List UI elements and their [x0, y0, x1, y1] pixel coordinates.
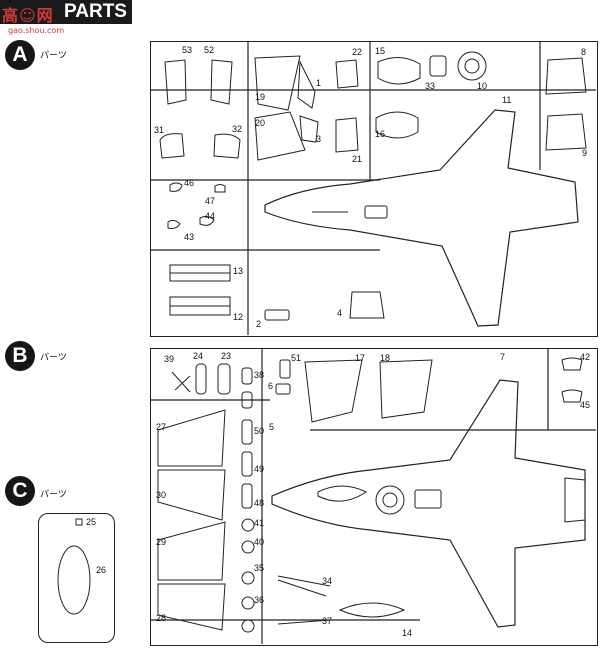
part-number: 16 — [375, 129, 386, 139]
part-number: 42 — [580, 352, 591, 362]
part-number: 44 — [205, 211, 216, 221]
part-number: 24 — [193, 351, 204, 361]
part-number: 15 — [375, 46, 386, 56]
part-number: 21 — [352, 154, 363, 164]
part-number: 36 — [254, 595, 265, 605]
part-number: 10 — [477, 81, 488, 91]
part-number: 9 — [582, 148, 588, 158]
part-number: 34 — [322, 576, 333, 586]
part-number: 11 — [502, 95, 512, 105]
part-number: 48 — [254, 498, 265, 508]
part-number: 6 — [268, 381, 274, 391]
part-number: 13 — [233, 266, 244, 276]
part-number: 3 — [316, 134, 322, 144]
part-number: 53 — [182, 45, 193, 55]
part-number: 20 — [255, 118, 266, 128]
part-number: 45 — [580, 400, 591, 410]
part-number: 2 — [256, 319, 262, 329]
part-number: 32 — [232, 124, 243, 134]
part-number: 14 — [402, 628, 413, 638]
part-number: 46 — [184, 178, 195, 188]
part-number: 39 — [164, 354, 175, 364]
part-number: 43 — [184, 232, 195, 242]
section-a-badge: A — [5, 40, 35, 70]
site-watermark: gao.shou.com — [8, 26, 65, 35]
section-b-label: パーツ — [40, 353, 67, 363]
section-c-badge: C — [5, 476, 35, 506]
part-number: 49 — [254, 464, 265, 474]
part-number: 27 — [156, 422, 167, 432]
part-number: 29 — [156, 537, 167, 547]
part-number: 51 — [291, 353, 302, 363]
part-number: 33 — [425, 81, 436, 91]
part-number: 35 — [254, 563, 265, 573]
sprue-c-frame — [38, 513, 115, 643]
part-number: 12 — [233, 312, 244, 322]
part-number: 37 — [322, 616, 333, 626]
section-b-badge: B — [5, 341, 35, 371]
part-number: 18 — [380, 353, 391, 363]
part-number: 26 — [96, 565, 107, 575]
part-number: 38 — [254, 370, 265, 380]
section-a-label: パーツ — [40, 51, 67, 61]
part-number: 47 — [205, 196, 216, 206]
page-title: PARTS — [64, 1, 127, 22]
part-number: 30 — [156, 490, 167, 500]
part-number: 40 — [254, 537, 265, 547]
part-number: 22 — [352, 47, 363, 57]
part-number: 23 — [221, 351, 232, 361]
part-number: 52 — [204, 45, 215, 55]
part-number: 7 — [500, 352, 506, 362]
part-number: 31 — [154, 125, 165, 135]
part-number: 8 — [581, 47, 587, 57]
part-number: 1 — [316, 78, 322, 88]
part-number: 17 — [355, 353, 366, 363]
part-number: 4 — [337, 308, 343, 318]
part-number: 5 — [269, 422, 275, 432]
part-number: 50 — [254, 426, 265, 436]
parts-header: 高☺网 PARTS — [0, 0, 132, 25]
part-number: 19 — [255, 92, 266, 102]
part-number: 41 — [254, 518, 265, 528]
section-c-label: パーツ — [40, 490, 67, 500]
part-number: 25 — [86, 517, 97, 527]
part-number: 28 — [156, 613, 167, 623]
site-logo: 高☺网 — [2, 6, 54, 25]
